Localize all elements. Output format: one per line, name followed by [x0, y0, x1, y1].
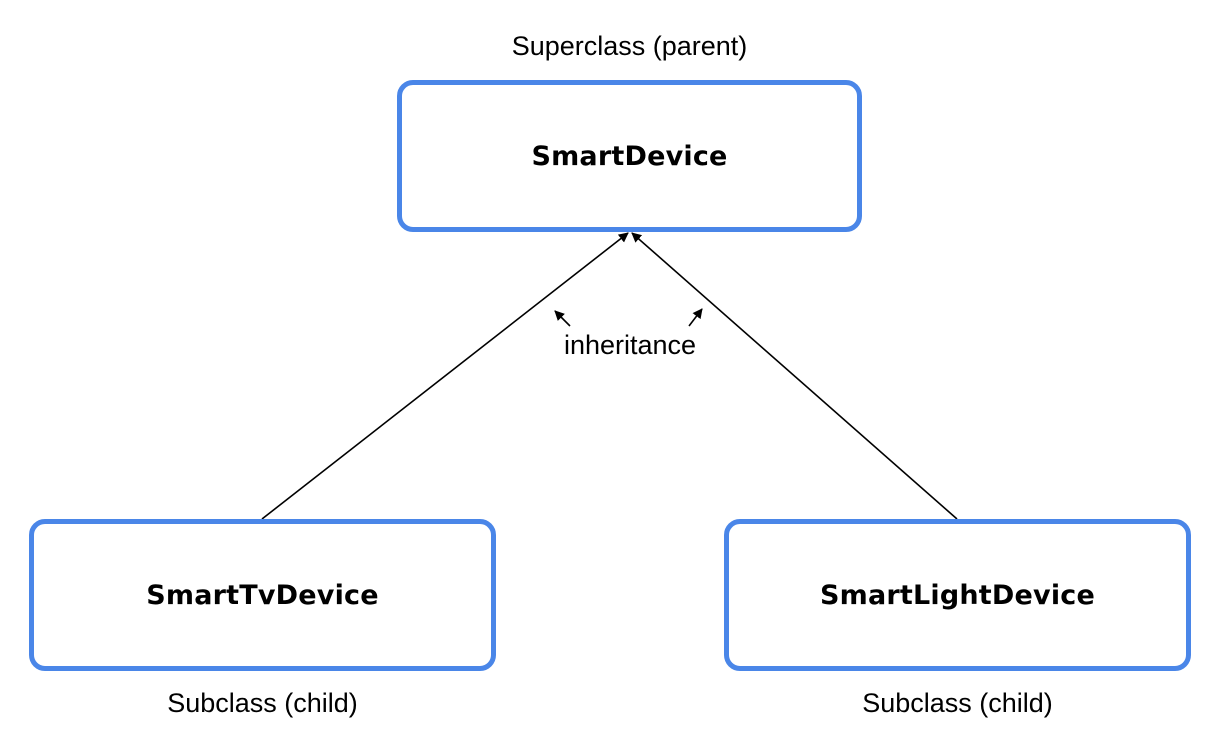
inheritance-pointer-right: [688, 308, 703, 327]
subclass-caption-light: Subclass (child): [862, 688, 1053, 718]
subclass-box-tv: SmartTvDevice: [29, 519, 496, 671]
subclass-name-tv: SmartTvDevice: [146, 579, 379, 611]
inheritance-pointer-left: [554, 310, 571, 327]
superclass-name: SmartDevice: [531, 140, 728, 172]
subclass-name-light: SmartLightDevice: [819, 579, 1096, 611]
subclass-box-light: SmartLightDevice: [724, 519, 1191, 671]
inheritance-line-tv: [261, 232, 629, 520]
superclass-caption: Superclass (parent): [511, 31, 748, 61]
subclass-caption-tv: Subclass (child): [167, 688, 358, 718]
inheritance-label: inheritance: [563, 330, 697, 360]
inheritance-line-light: [631, 232, 958, 520]
superclass-box: SmartDevice: [397, 80, 862, 232]
